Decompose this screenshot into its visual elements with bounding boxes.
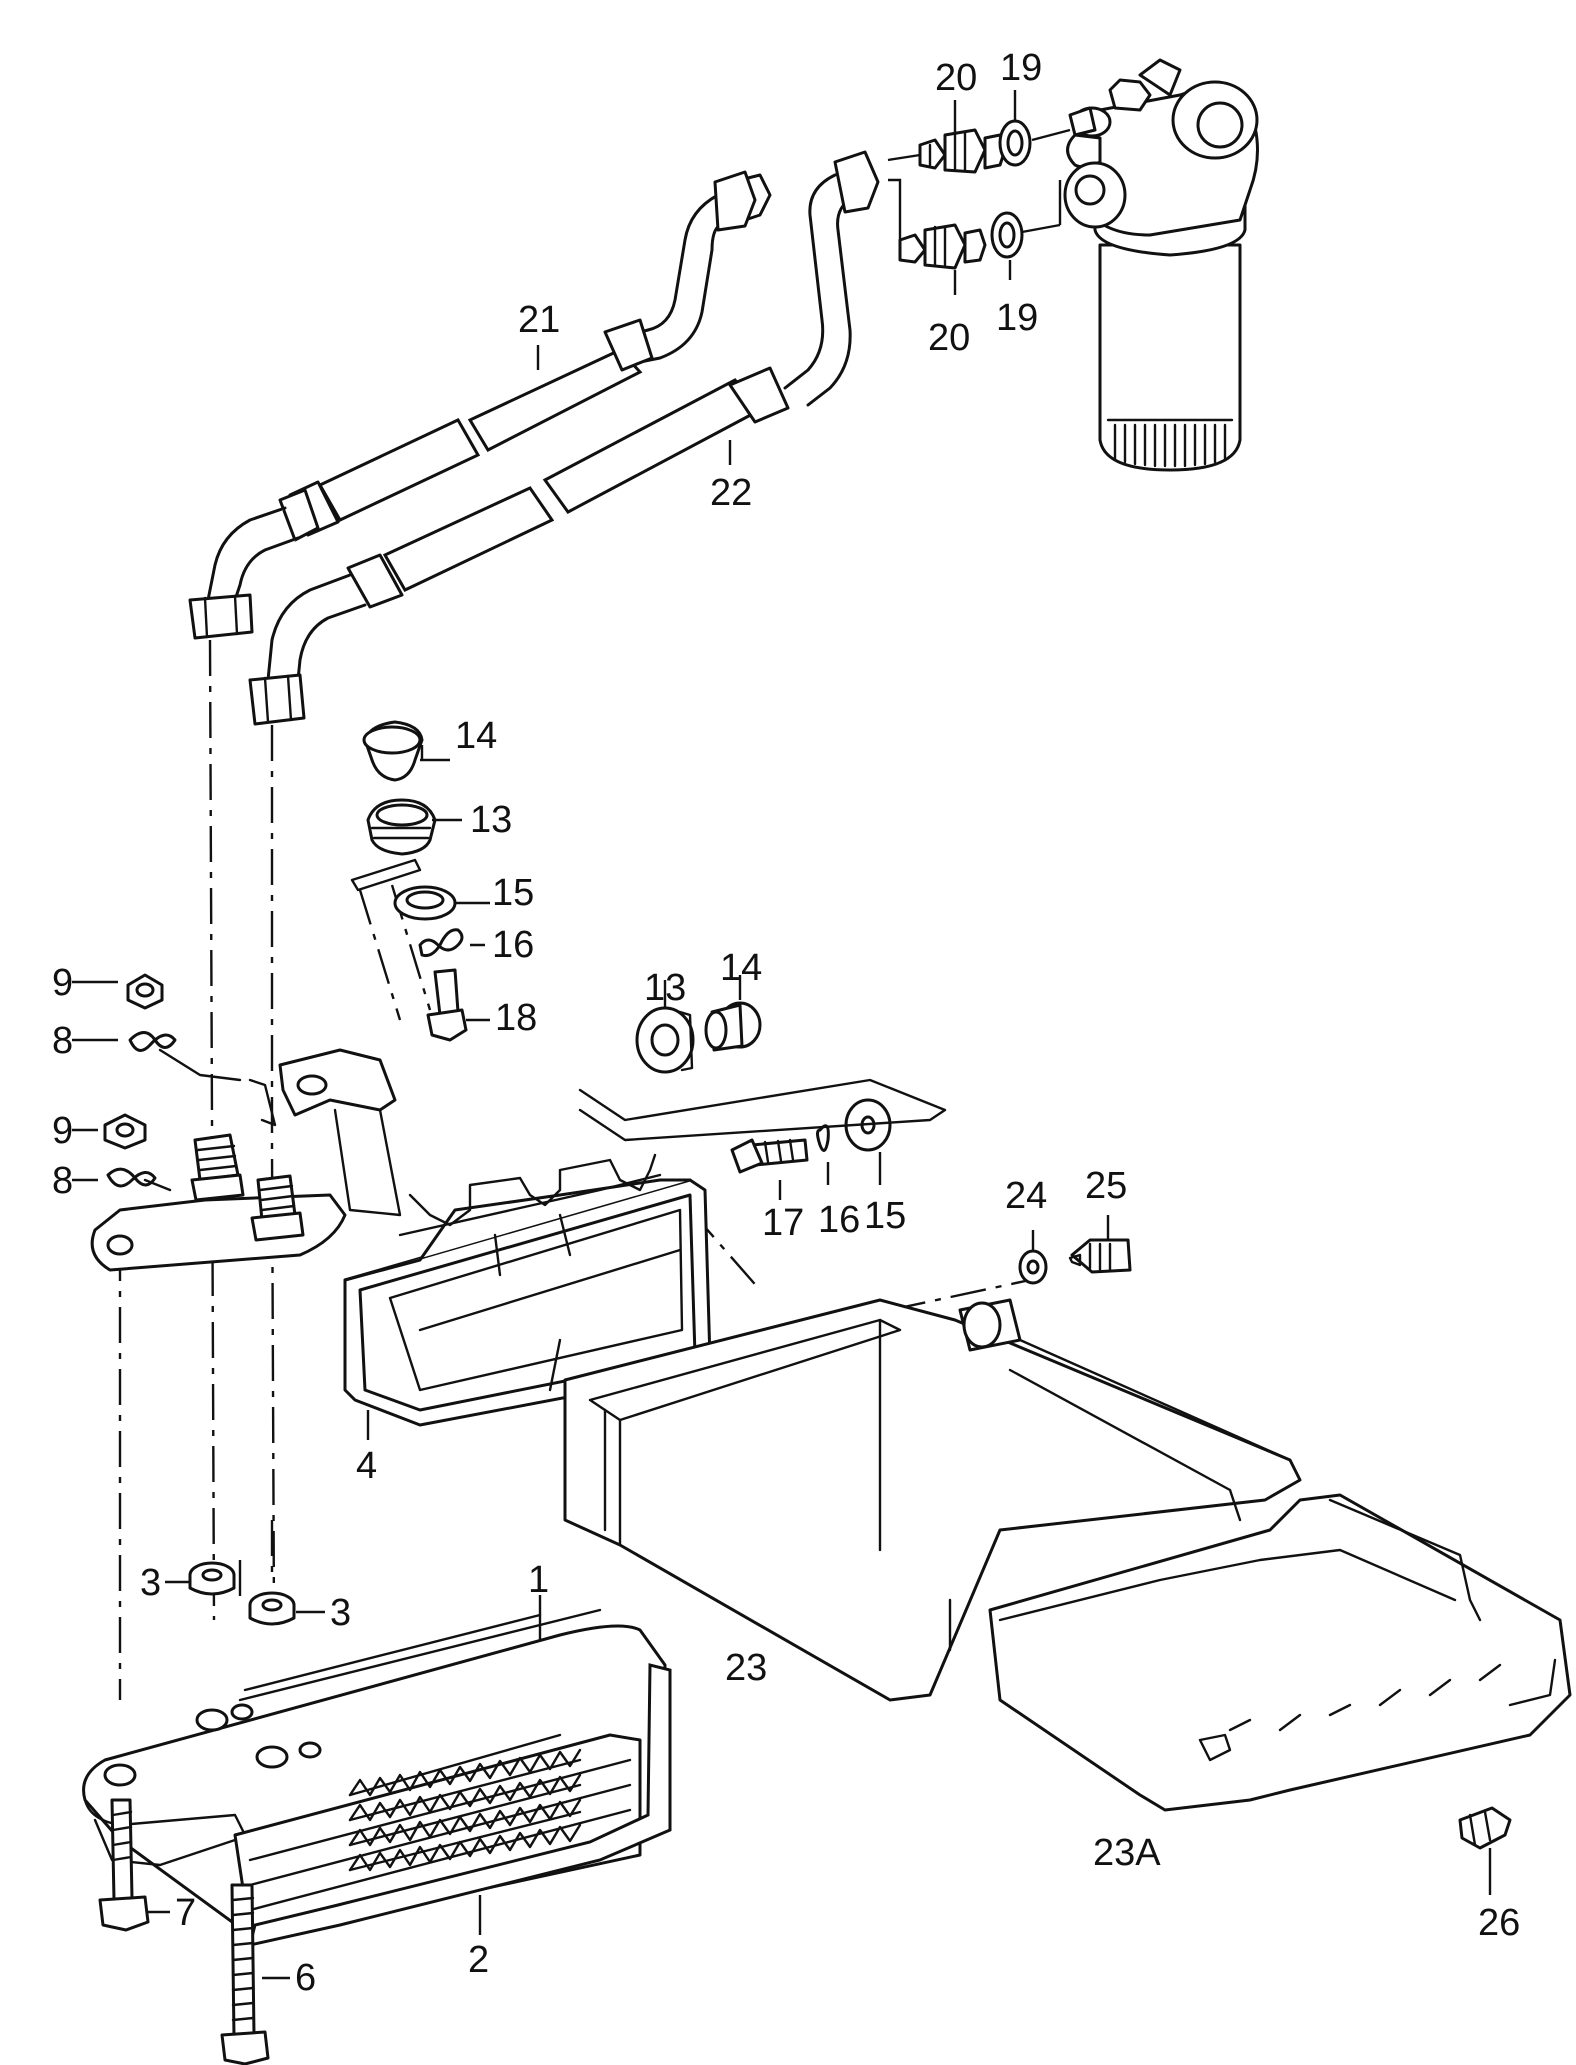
label-23A: 23A <box>1093 1832 1161 1874</box>
label-14-row: 14 <box>720 947 762 989</box>
label-13-row: 13 <box>644 967 686 1009</box>
label-21: 21 <box>518 299 560 341</box>
label-22: 22 <box>710 472 752 514</box>
label-20-bottom: 20 <box>928 317 970 359</box>
label-4: 4 <box>356 1445 377 1487</box>
oil-line-21 <box>188 170 772 640</box>
union-fitting-upper <box>918 128 1007 174</box>
label-13-stack: 13 <box>470 799 512 841</box>
label-20-top: 20 <box>935 57 977 99</box>
label-7: 7 <box>175 1892 196 1934</box>
label-18: 18 <box>495 997 537 1039</box>
label-16-stack: 16 <box>492 924 534 966</box>
cooler-gasket <box>247 1663 672 1947</box>
label-25: 25 <box>1085 1165 1127 1207</box>
union-fitting-lower <box>898 223 987 270</box>
oil-cooler <box>82 1595 667 1937</box>
air-guide-shroud <box>988 1493 1572 1812</box>
label-19-bottom: 19 <box>996 297 1038 339</box>
assembly-centerlines <box>118 639 1031 1700</box>
screw-25 <box>1031 1215 1132 1274</box>
label-3-right: 3 <box>330 1592 351 1634</box>
label-15-row: 15 <box>864 1195 906 1237</box>
oil-line-22 <box>248 150 880 726</box>
label-leaders <box>420 90 1017 760</box>
label-16-row: 16 <box>818 1199 860 1241</box>
label-14-stack: 14 <box>455 715 497 757</box>
label-23: 23 <box>725 1647 767 1689</box>
label-26: 26 <box>1478 1902 1520 1944</box>
clip-26 <box>1458 1806 1512 1895</box>
label-24: 24 <box>1005 1175 1047 1217</box>
grommet-3-left <box>165 1561 236 1596</box>
label-6: 6 <box>295 1957 316 1999</box>
label-2: 2 <box>468 1939 489 1981</box>
label-3-left: 3 <box>140 1562 161 1604</box>
fitting-guide-lines <box>887 128 1071 250</box>
air-duct <box>343 1153 712 1440</box>
label-8-bottom: 8 <box>52 1160 73 1202</box>
label-19-top: 19 <box>1000 47 1042 89</box>
sealing-ring-upper <box>998 119 1032 167</box>
washer-24 <box>1018 1249 1048 1285</box>
buffer-row <box>578 975 947 1200</box>
sealing-ring-lower <box>990 211 1024 259</box>
label-17: 17 <box>762 1202 804 1244</box>
label-8-top: 8 <box>52 1020 73 1062</box>
grommet-3-right <box>248 1591 325 1626</box>
air-guide <box>563 1298 1302 1702</box>
bolt-7 <box>98 1798 170 1932</box>
buffer-stack <box>350 720 490 1042</box>
oil-filter-housing <box>1063 58 1259 472</box>
label-9-top: 9 <box>52 962 73 1004</box>
mounting-bracket <box>72 973 347 1272</box>
label-1: 1 <box>528 1559 549 1601</box>
label-9-bottom: 9 <box>52 1110 73 1152</box>
label-15-stack: 15 <box>492 872 534 914</box>
bolt-6 <box>220 1883 290 2065</box>
callout-labels: 1 2 3 3 4 6 7 8 8 9 9 13 13 14 14 15 15 … <box>52 47 1520 1999</box>
upper-bracket <box>248 1048 402 1217</box>
